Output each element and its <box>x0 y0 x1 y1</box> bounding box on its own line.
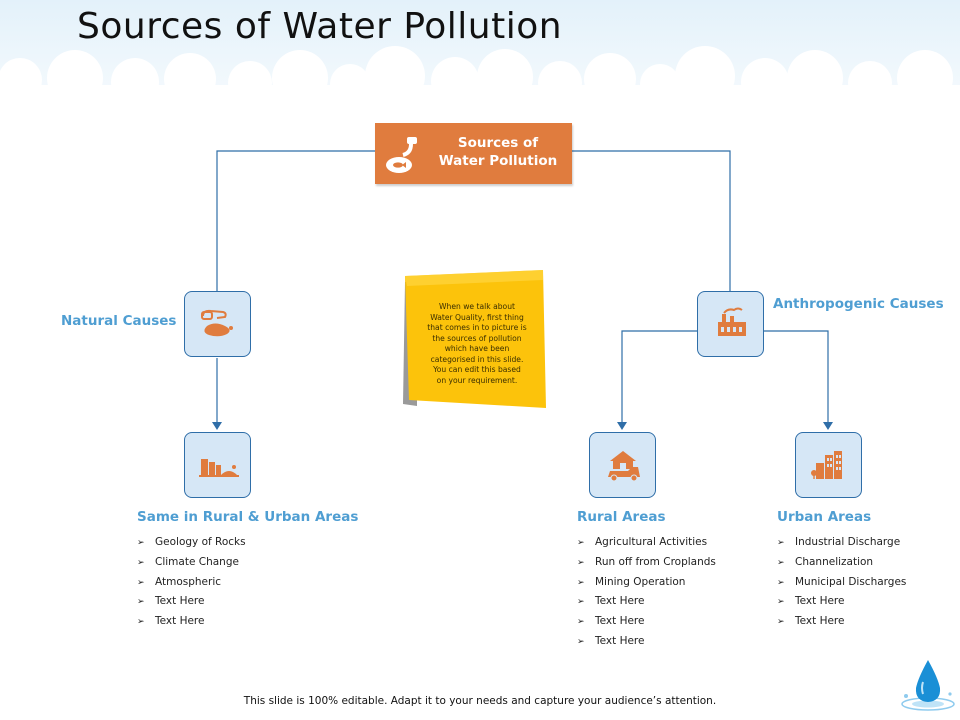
list-item: ➢Text Here <box>137 612 246 632</box>
list-item: ➢Text Here <box>577 592 716 612</box>
same-areas-node <box>184 432 251 498</box>
arrow-bullet-icon: ➢ <box>777 597 785 608</box>
same-areas-label: Same in Rural & Urban Areas <box>137 509 359 525</box>
arrow-bullet-icon: ➢ <box>137 617 145 628</box>
arrow-bullet-icon: ➢ <box>137 557 145 568</box>
arrow-bullet-icon: ➢ <box>577 538 585 548</box>
root-label-line2: Water Pollution <box>438 153 558 169</box>
anthropogenic-causes-node <box>697 291 764 357</box>
list-item: ➢Industrial Discharge <box>777 533 906 553</box>
list-item: ➢Text Here <box>137 592 246 612</box>
arrow-bullet-icon: ➢ <box>577 617 585 628</box>
factory-icon <box>718 307 746 336</box>
arrow-bullet-icon: ➢ <box>777 617 785 628</box>
sticky-note <box>403 270 546 408</box>
list-item: ➢Geology of Rocks <box>137 533 246 553</box>
list-item: ➢Mining Operation <box>577 573 716 593</box>
rural-areas-node <box>589 432 656 498</box>
landscape-icon <box>199 459 239 477</box>
same-areas-list: ➢Geology of Rocks ➢Climate Change ➢Atmos… <box>137 533 246 632</box>
arrow-bullet-icon: ➢ <box>137 577 145 588</box>
root-label-line1: Sources of <box>457 135 539 151</box>
list-item: ➢Text Here <box>777 612 906 632</box>
list-item: ➢Text Here <box>577 612 716 632</box>
list-item: ➢Channelization <box>777 553 906 573</box>
list-item: ➢Text Here <box>577 632 716 652</box>
arrow-bullet-icon: ➢ <box>777 538 785 548</box>
list-item: ➢Agricultural Activities <box>577 533 716 553</box>
natural-causes-node <box>184 291 251 357</box>
list-item: ➢Text Here <box>777 592 906 612</box>
arrow-bullet-icon: ➢ <box>577 597 585 608</box>
rural-areas-label: Rural Areas <box>577 509 666 525</box>
pipe-discharge-fish-icon <box>386 137 417 173</box>
urban-areas-list: ➢Industrial Discharge ➢Channelization ➢M… <box>777 533 906 632</box>
urban-areas-label: Urban Areas <box>777 509 872 525</box>
farm-house-icon <box>608 451 640 482</box>
natural-causes-label: Natural Causes <box>61 313 177 329</box>
arrow-bullet-icon: ➢ <box>577 557 585 568</box>
page-title: Sources of Water Pollution <box>77 6 563 47</box>
list-item: ➢Run off from Croplands <box>577 553 716 573</box>
arrow-bullet-icon: ➢ <box>777 557 785 568</box>
urban-areas-node <box>795 432 862 498</box>
arrow-bullet-icon: ➢ <box>137 597 145 608</box>
rural-areas-list: ➢Agricultural Activities ➢Run off from C… <box>577 533 716 652</box>
water-drop-icon <box>901 660 955 711</box>
arrow-bullet-icon: ➢ <box>577 636 585 647</box>
arrow-bullet-icon: ➢ <box>777 577 785 588</box>
root-node-sources: Sources of Water Pollution <box>375 123 572 184</box>
arrowheads <box>212 422 833 430</box>
list-item: ➢Climate Change <box>137 553 246 573</box>
city-buildings-icon <box>811 451 842 479</box>
anthropogenic-causes-label: Anthropogenic Causes <box>773 296 944 312</box>
connector-lines <box>216 150 829 424</box>
arrow-bullet-icon: ➢ <box>577 577 585 588</box>
arrow-bullet-icon: ➢ <box>137 538 145 548</box>
list-item: ➢Municipal Discharges <box>777 573 906 593</box>
list-item: ➢Atmospheric <box>137 573 246 593</box>
oil-spill-icon <box>201 309 233 337</box>
sticky-note-text: When we talk about Water Quality, first … <box>427 302 527 385</box>
footer-note: This slide is 100% editable. Adapt it to… <box>243 695 717 707</box>
